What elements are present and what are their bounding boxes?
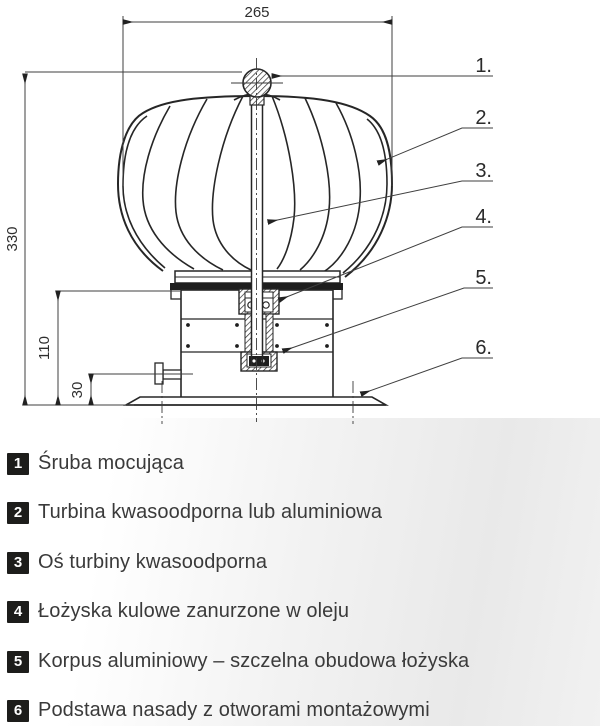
turbine-blade (174, 98, 224, 271)
legend-item-6: 6 Podstawa nasady z otworami montażowymi (7, 699, 430, 722)
legend-item-label: Korpus aluminiowy – szczelna obudowa łoż… (38, 650, 470, 672)
dim-total-height-label: 330 (4, 226, 21, 251)
rivets (186, 323, 329, 348)
dim-offset-label: 30 (69, 382, 86, 399)
leader-6 (359, 357, 493, 397)
legend-number-badge: 4 (7, 600, 29, 623)
shaft-nut (249, 356, 269, 366)
mounting-screw-ball (242, 68, 272, 106)
legend-item-label: Śruba mocująca (38, 452, 184, 474)
legend-number-badge: 2 (7, 501, 29, 524)
dimension-height-110 (55, 290, 180, 406)
technical-drawing: 265 330 110 30 1. 2. (4, 4, 493, 424)
callout-3: 3. (475, 160, 492, 182)
legend-item-label: Turbina kwasoodporna lub aluminiowa (38, 501, 383, 523)
legend-item-label: Łożyska kulowe zanurzone w oleju (38, 600, 350, 622)
legend-number-badge: 6 (7, 699, 29, 722)
callout-5: 5. (475, 267, 492, 289)
dimension-offset-30 (88, 373, 193, 406)
callout-numbers: 1. 2. 3. 4. 5. 6. (475, 55, 492, 359)
legend-item-4: 4 Łożyska kulowe zanurzone w oleju (7, 600, 349, 623)
dimension-height-330 (22, 71, 242, 406)
turbine-blade-edge-left (122, 115, 166, 269)
turbine-blade (271, 95, 296, 270)
legend-number-badge: 5 (7, 650, 29, 673)
legend-number-badge: 1 (7, 452, 29, 475)
legend-item-2: 2 Turbina kwasoodporna lub aluminiowa (7, 501, 382, 524)
callout-2: 2. (475, 107, 492, 129)
dim-base-height-label: 110 (36, 336, 53, 360)
legend-item-1: 1 Śruba mocująca (7, 452, 184, 475)
legend-background-shade (0, 418, 600, 726)
callout-6: 6. (475, 337, 492, 359)
base-flange (122, 396, 390, 406)
callout-leaders (266, 73, 493, 397)
turbine-blade (321, 102, 362, 274)
leader-5 (281, 287, 493, 354)
legend-number-badge: 3 (7, 551, 29, 574)
leader-2 (376, 127, 493, 166)
turbine-blade-edge-right (342, 118, 388, 274)
callout-1: 1. (475, 55, 492, 77)
turbine-blade (211, 95, 252, 271)
turbine-blade (141, 105, 195, 270)
legend-item-label: Oś turbiny kwasoodporna (38, 551, 268, 573)
turbine-shaft (233, 92, 281, 366)
leader-4 (277, 226, 493, 303)
legend-item-3: 3 Oś turbiny kwasoodporna (7, 551, 267, 574)
legend-item-label: Podstawa nasady z otworami montażowymi (38, 699, 430, 721)
callout-4: 4. (475, 206, 492, 228)
bearing-ball (262, 301, 270, 309)
turbine-blade (299, 97, 331, 271)
legend-item-5: 5 Korpus aluminiowy – szczelna obudowa ł… (7, 650, 469, 673)
center-lines (161, 58, 354, 424)
dim-width-label: 265 (244, 4, 269, 21)
leader-3 (266, 180, 493, 225)
